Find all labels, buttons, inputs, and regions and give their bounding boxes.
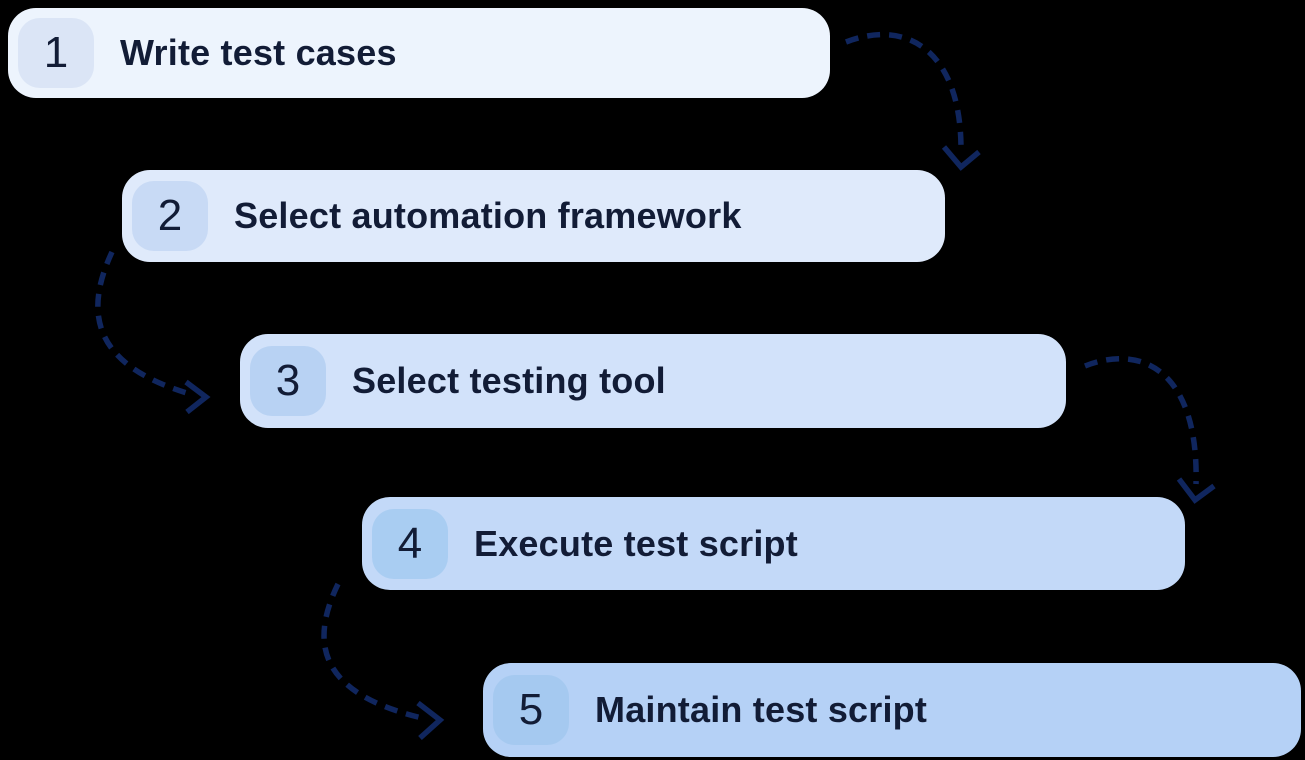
step-number-badge: 3 [250,346,326,416]
step-number-badge: 4 [372,508,448,579]
curved-dashed-arrow-icon [95,250,211,415]
step-number: 4 [397,518,423,568]
step-number-badge: 1 [18,18,94,88]
step-item-1: 1 Write test cases [8,8,830,98]
step-number: 2 [157,191,183,240]
step-label: Execute test script [474,522,798,564]
step-item-4: 4 Execute test script [362,497,1185,590]
step-label: Select testing tool [352,360,666,401]
step-label: Write test cases [120,32,397,73]
step-item-5: 5 Maintain test script [483,663,1301,757]
step-number: 1 [43,28,69,77]
step-number: 3 [275,356,301,405]
step-label: Select automation framework [234,195,742,236]
step-number: 5 [518,685,544,734]
step-label: Maintain test script [595,689,928,730]
curved-dashed-arrow-icon [845,31,981,171]
curved-dashed-arrow-icon [1083,355,1216,504]
step-item-3: 3 Select testing tool [240,334,1066,428]
step-number-badge: 2 [132,181,208,251]
step-item-2: 2 Select automation framework [122,170,945,262]
step-number-badge: 5 [493,675,569,745]
curved-dashed-arrow-icon [321,582,445,741]
